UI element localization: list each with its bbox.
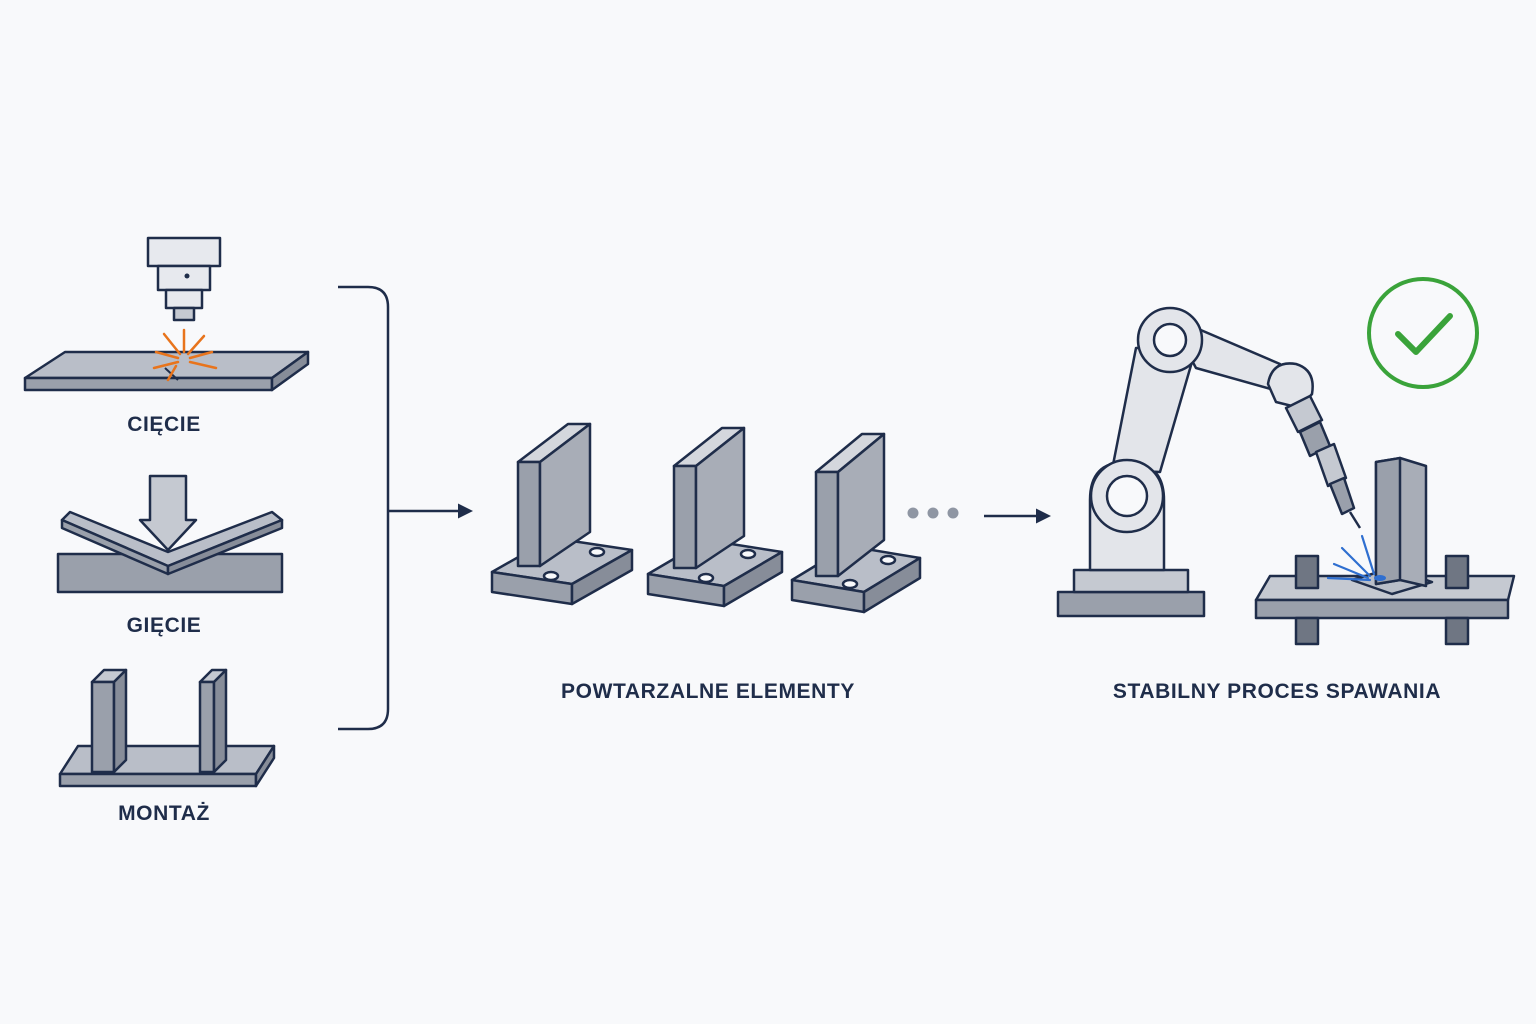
check-icon — [1367, 277, 1479, 389]
laser-cutter-icon — [23, 236, 310, 392]
grouping-bracket — [338, 285, 390, 731]
welding-robot-icon — [1056, 306, 1516, 646]
stable-welding-label: STABILNY PROCES SPAWANIA — [1113, 680, 1441, 703]
assembly-icon — [58, 668, 276, 788]
bending-label: GIĘCIE — [127, 614, 202, 637]
weld-spark-icon — [1326, 534, 1376, 582]
assembly-label: MONTAŻ — [118, 802, 210, 825]
bracket-part-icon — [490, 422, 922, 614]
press-brake-icon — [56, 474, 284, 594]
repeatable-elements-label: POWTARZALNE ELEMENTY — [561, 680, 855, 703]
spark-icon — [152, 328, 218, 382]
cutting-label: CIĘCIE — [127, 413, 201, 436]
ellipsis-dots — [907, 507, 959, 519]
